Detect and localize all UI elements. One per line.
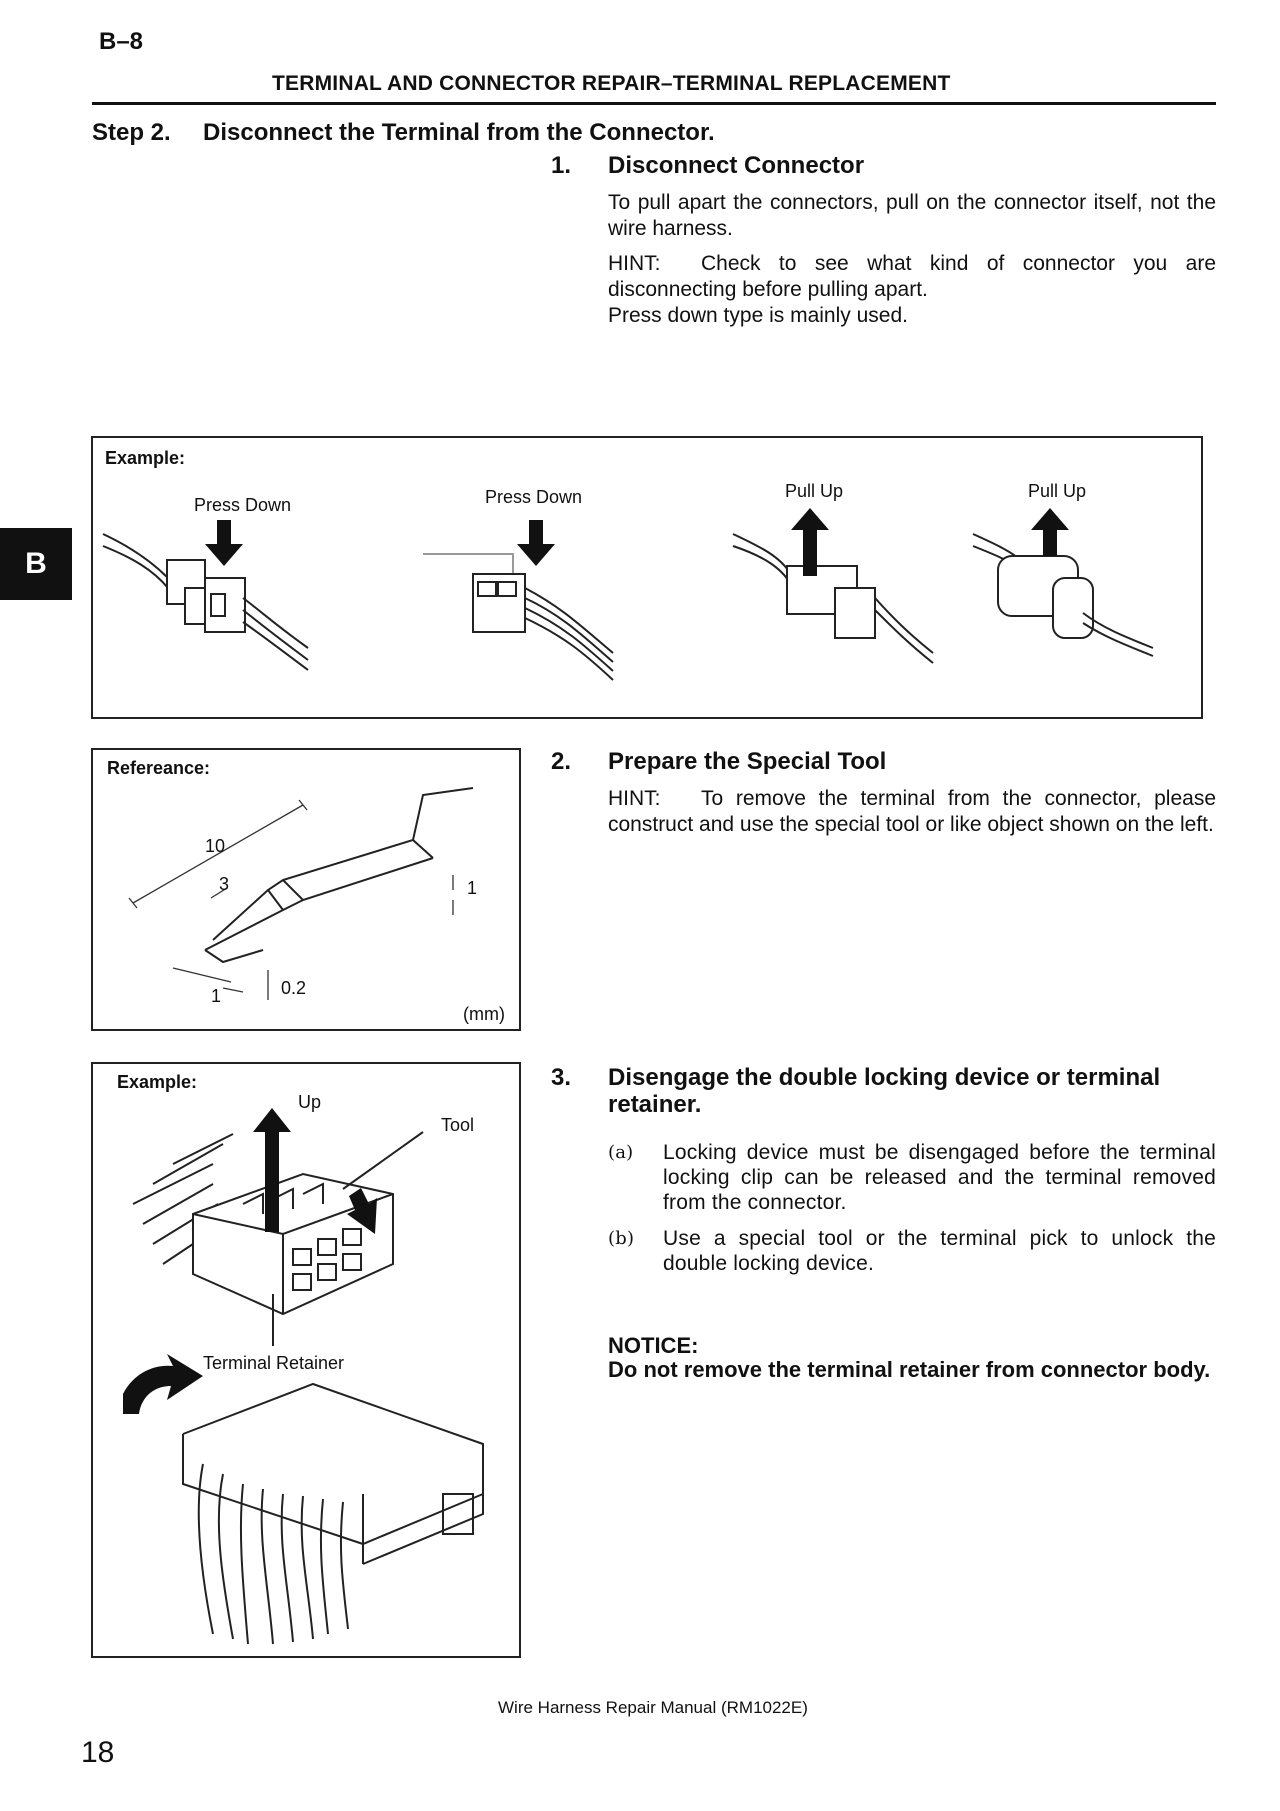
list-text: Use a special tool or the terminal pick … xyxy=(663,1227,1216,1275)
caption-press-down-1: Press Down xyxy=(194,495,292,515)
header-divider xyxy=(92,102,1216,105)
notice-block: NOTICE: Do not remove the terminal retai… xyxy=(608,1334,1216,1382)
hint-label: HINT: xyxy=(608,787,661,810)
section-code: B–8 xyxy=(99,28,144,55)
caption-press-down-2: Press Down xyxy=(485,487,583,507)
section-2-title: Prepare the Special Tool xyxy=(608,748,887,775)
caption-pull-up-1: Pull Up xyxy=(785,481,844,501)
unit-label: (mm) xyxy=(463,1004,505,1024)
connector-retainer-illustrations xyxy=(123,1108,484,1645)
section-side-tab: B xyxy=(0,528,72,600)
special-tool-reference-figure: Refereance: 10 3 1 1 0.2 (mm) xyxy=(91,748,521,1031)
step-heading: Step 2. Disconnect the Terminal from the … xyxy=(92,119,715,147)
list-marker: (a) xyxy=(608,1142,634,1163)
label-tool: Tool xyxy=(441,1115,475,1135)
section-3-title: Disengage the double locking device or t… xyxy=(608,1064,1161,1118)
section-1-number: 1. xyxy=(551,152,572,179)
list-item-b: (b) Use a special tool or the terminal p… xyxy=(608,1226,1216,1276)
section-1-extra: Press down type is mainly used. xyxy=(608,304,908,327)
manual-footer: Wire Harness Repair Manual (RM1022E) xyxy=(498,1698,808,1717)
notice-label: NOTICE: xyxy=(608,1333,699,1358)
section-2-number: 2. xyxy=(551,748,572,775)
step-title: Disconnect the Terminal from the Connect… xyxy=(203,119,715,146)
dimension-1-thickness: 1 xyxy=(467,878,478,898)
connector-illustrations xyxy=(102,508,1154,681)
list-text: Locking device must be disengaged before… xyxy=(663,1141,1216,1214)
section-1-hint: HINT:Check to see what kind of connector… xyxy=(608,251,1216,303)
section-2-hint: HINT:To remove the terminal from the con… xyxy=(608,786,1216,838)
connector-examples-figure: Example: Press Down Press Down Pull Up P… xyxy=(91,436,1203,719)
figure-label: Example: xyxy=(117,1072,198,1092)
figure-label: Refereance: xyxy=(107,758,211,778)
section-1-body: To pull apart the connectors, pull on th… xyxy=(608,191,1216,240)
tool-dimension-drawing xyxy=(128,787,474,1000)
section-1-title: Disconnect Connector xyxy=(608,152,865,179)
hint-text: To remove the terminal from the connecto… xyxy=(608,787,1216,836)
caption-pull-up-2: Pull Up xyxy=(1028,481,1087,501)
page-header-title: TERMINAL AND CONNECTOR REPAIR–TERMINAL R… xyxy=(272,72,951,95)
list-item-a: (a) Locking device must be disengaged be… xyxy=(608,1140,1216,1215)
dimension-1-tip: 1 xyxy=(211,986,222,1006)
notice-text: Do not remove the terminal retainer from… xyxy=(608,1357,1211,1382)
label-up: Up xyxy=(298,1092,322,1112)
hint-label: HINT: xyxy=(608,252,661,275)
section-3-number: 3. xyxy=(551,1064,572,1091)
step-number: Step 2. xyxy=(92,119,171,146)
list-marker: (b) xyxy=(608,1228,635,1249)
dimension-10: 10 xyxy=(205,836,226,856)
hint-text: Check to see what kind of connector you … xyxy=(608,252,1216,301)
label-terminal-retainer: Terminal Retainer xyxy=(203,1353,345,1373)
dimension-0-2: 0.2 xyxy=(281,978,307,998)
locking-device-figure: Example: Up Tool Terminal Retainer xyxy=(91,1062,521,1658)
figure-label: Example: xyxy=(105,448,186,468)
page-number: 18 xyxy=(81,1736,115,1769)
dimension-3: 3 xyxy=(219,874,230,894)
